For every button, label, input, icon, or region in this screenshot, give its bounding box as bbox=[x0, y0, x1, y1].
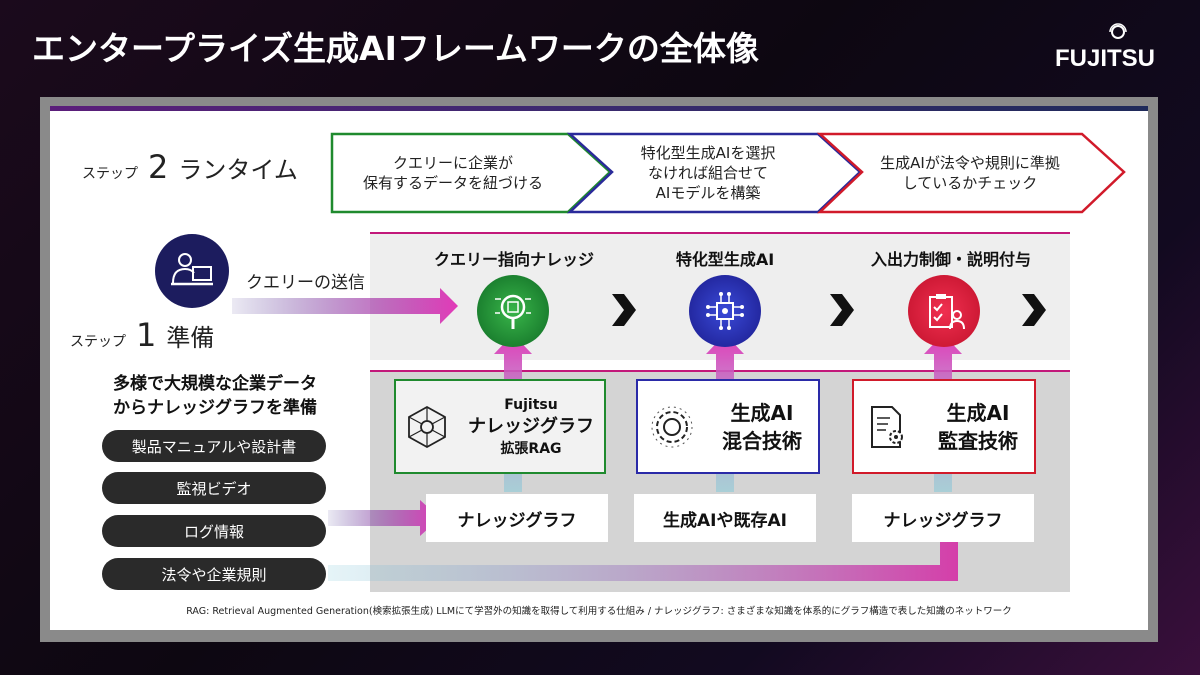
document-gear-icon bbox=[854, 404, 922, 450]
runtime-arrow-1-text: クエリーに企業が 保有するデータを紐づける bbox=[362, 154, 543, 192]
step1-label: ステップ 1 準備 bbox=[70, 316, 214, 354]
chevron-right-icon bbox=[608, 292, 638, 336]
ai-chip-icon bbox=[689, 275, 761, 347]
tech-mix-line1: 生成AI bbox=[730, 400, 794, 425]
page-title: エンタープライズ生成AIフレームワークの全体像 bbox=[32, 29, 759, 68]
tech-audit-text: 生成AI 監査技術 bbox=[922, 399, 1034, 455]
gear-icon bbox=[638, 405, 706, 449]
tech-audit-line2: 監査技術 bbox=[938, 428, 1018, 453]
tech-rag-line1: Fujitsu bbox=[504, 396, 558, 413]
tech-box-mix: 生成AI 混合技術 bbox=[636, 379, 820, 474]
query-send-label: クエリーの送信 bbox=[246, 273, 365, 293]
graph-network-icon bbox=[396, 404, 458, 450]
input-knowledge-graph-1: ナレッジグラフ bbox=[426, 494, 608, 542]
data-source-pill: ログ情報 bbox=[102, 515, 326, 547]
chevron-right-icon bbox=[1018, 292, 1048, 336]
tech-mix-line2: 混合技術 bbox=[722, 428, 802, 453]
runtime-arrows bbox=[330, 132, 1126, 214]
step2-number: 2 bbox=[148, 148, 169, 186]
runtime-arrow-2 bbox=[566, 132, 862, 214]
input-generative-ai: 生成AIや既存AI bbox=[634, 494, 816, 542]
step2-prefix: ステップ bbox=[82, 166, 138, 182]
runtime-arrow-3 bbox=[816, 132, 1126, 214]
logo-text: FUJITSU bbox=[1055, 45, 1155, 72]
column-heading-knowledge: クエリー指向ナレッジ bbox=[433, 250, 594, 269]
tech-rag-text: Fujitsu ナレッジグラフ 拡張RAG bbox=[458, 394, 604, 460]
tech-rag-line3: 拡張RAG bbox=[500, 440, 562, 457]
step1-title: 準備 bbox=[166, 324, 215, 352]
knowledge-search-icon bbox=[477, 275, 549, 347]
fujitsu-logo: FUJITSU bbox=[1040, 18, 1170, 74]
tech-rag-line2: ナレッジグラフ bbox=[468, 415, 594, 437]
tech-box-rag: Fujitsu ナレッジグラフ 拡張RAG bbox=[394, 379, 606, 474]
column-heading-control: 入出力制御・説明付与 bbox=[870, 250, 1031, 269]
chevron-right-icon bbox=[826, 292, 856, 336]
tech-audit-line1: 生成AI bbox=[946, 400, 1010, 425]
slide-top-rule bbox=[50, 106, 1148, 111]
runtime-arrow-1 bbox=[330, 132, 612, 214]
audit-checklist-icon bbox=[908, 275, 980, 347]
tech-box-audit: 生成AI 監査技術 bbox=[852, 379, 1036, 474]
input-knowledge-graph-2: ナレッジグラフ bbox=[852, 494, 1034, 542]
step2-title: ランタイム bbox=[178, 156, 298, 184]
data-source-pill: 法令や企業規則 bbox=[102, 558, 326, 590]
user-laptop-icon bbox=[155, 234, 229, 308]
step2-label: ステップ 2 ランタイム bbox=[82, 148, 298, 186]
step1-prefix: ステップ bbox=[70, 334, 126, 350]
data-source-pill: 監視ビデオ bbox=[102, 472, 326, 504]
runtime-arrow-3-text: 生成AIが法令や規則に準拠 しているかチェック bbox=[880, 154, 1060, 192]
column-heading-ai: 特化型生成AI bbox=[675, 250, 775, 269]
prep-heading: 多様で大規模な企業データ からナレッジグラフを準備 bbox=[113, 374, 317, 418]
step1-number: 1 bbox=[136, 316, 157, 354]
footnote: RAG: Retrieval Augmented Generation(検索拡張… bbox=[186, 606, 1012, 617]
runtime-arrow-2-text: 特化型生成AIを選択 なければ組合せて AIモデルを構築 bbox=[640, 144, 776, 202]
data-source-pill: 製品マニュアルや設計書 bbox=[102, 430, 326, 462]
tech-mix-text: 生成AI 混合技術 bbox=[706, 399, 818, 455]
